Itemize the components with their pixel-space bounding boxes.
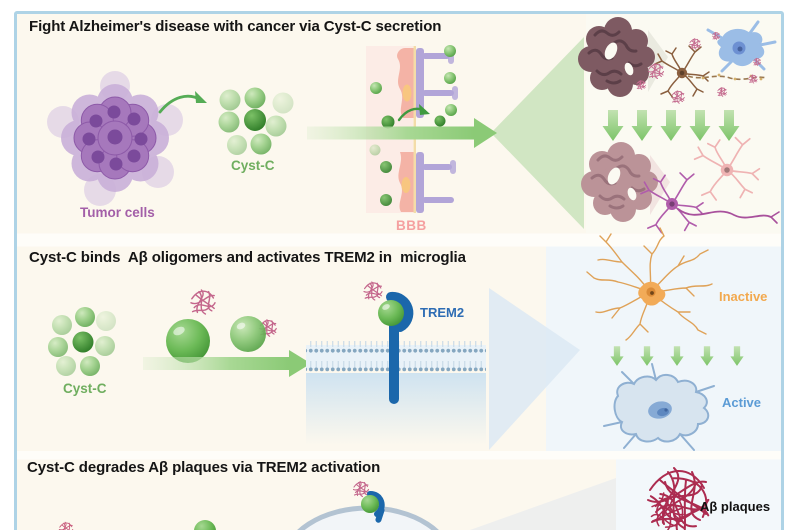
binding-arrow-icon bbox=[143, 350, 311, 377]
cystc-label-panel2: Cyst-C bbox=[63, 381, 107, 396]
panel2-title: Cyst-C binds Aβ oligomers and activates … bbox=[29, 249, 466, 266]
cystc-cluster-panel2 bbox=[48, 307, 116, 376]
cystc-label-panel1: Cyst-C bbox=[231, 158, 275, 173]
secretion-arrow-icon bbox=[158, 91, 207, 114]
panel1-title: Fight Alzheimer's disease with cancer vi… bbox=[29, 18, 442, 35]
blue-cone bbox=[489, 288, 580, 450]
healthy-brain-illustration bbox=[581, 142, 670, 222]
trem2-label: TREM2 bbox=[420, 305, 465, 320]
cystc-ab-complex bbox=[166, 289, 277, 363]
healthy-neurons-illustration bbox=[640, 136, 780, 234]
inactive-label: Inactive bbox=[719, 289, 768, 304]
active-microglia-illustration bbox=[603, 363, 715, 451]
bbb-crossing-arrow-icon bbox=[307, 104, 497, 148]
panel-backgrounds bbox=[17, 14, 781, 530]
inactive-microglia-illustration bbox=[586, 227, 713, 341]
panel3-title: Cyst-C degrades Aβ plaques via TREM2 act… bbox=[27, 459, 381, 476]
degradation-partial-illustration bbox=[58, 480, 439, 530]
cystc-cluster-panel1 bbox=[218, 87, 294, 155]
microglia-with-plaques-illustration bbox=[706, 20, 777, 73]
active-label: Active bbox=[722, 395, 762, 410]
ab-plaques-label: Aβ plaques bbox=[700, 499, 771, 514]
cystc-dots bbox=[369, 45, 457, 206]
bbb-label: BBB bbox=[396, 218, 427, 233]
tumor-cells-illustration bbox=[47, 71, 183, 206]
gray-wedge bbox=[470, 478, 616, 530]
green-cone bbox=[491, 37, 584, 229]
tumor-cells-label: Tumor cells bbox=[80, 205, 155, 220]
trem2-receptor bbox=[363, 281, 414, 404]
